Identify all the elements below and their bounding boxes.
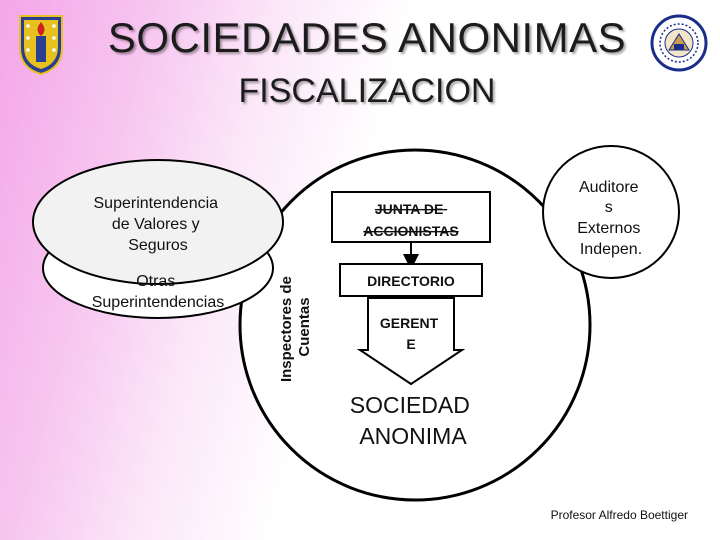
sociedad-label: SOCIEDAD ANONIMA [350,392,477,449]
inspectores-label: Inspectores de Cuentas [278,272,313,382]
gerente-arrow [356,297,466,386]
university-logo [18,14,64,81]
svs-label: Superintendencia de Valores y Seguros [94,195,223,254]
seal-logo [650,14,708,77]
gerente-label: GERENT E [380,315,442,352]
directorio-box [339,263,483,297]
junta-label: JUNTA DE ACCIONISTAS [363,201,458,239]
page-subtitle: FISCALIZACION [238,72,496,110]
auditores-label: Auditore s Externos Indepen. [577,179,645,258]
seal-icon [650,14,708,72]
footer-author: Profesor Alfredo Boettiger [550,508,688,522]
page-title: SOCIEDADES ANONIMAS [107,14,627,61]
directorio-label: DIRECTORIO [367,273,455,289]
auditores-oval [542,145,680,279]
otras-label: Otras Superintendencias [92,273,225,311]
svs-oval [32,159,284,285]
shield-icon [19,15,63,76]
